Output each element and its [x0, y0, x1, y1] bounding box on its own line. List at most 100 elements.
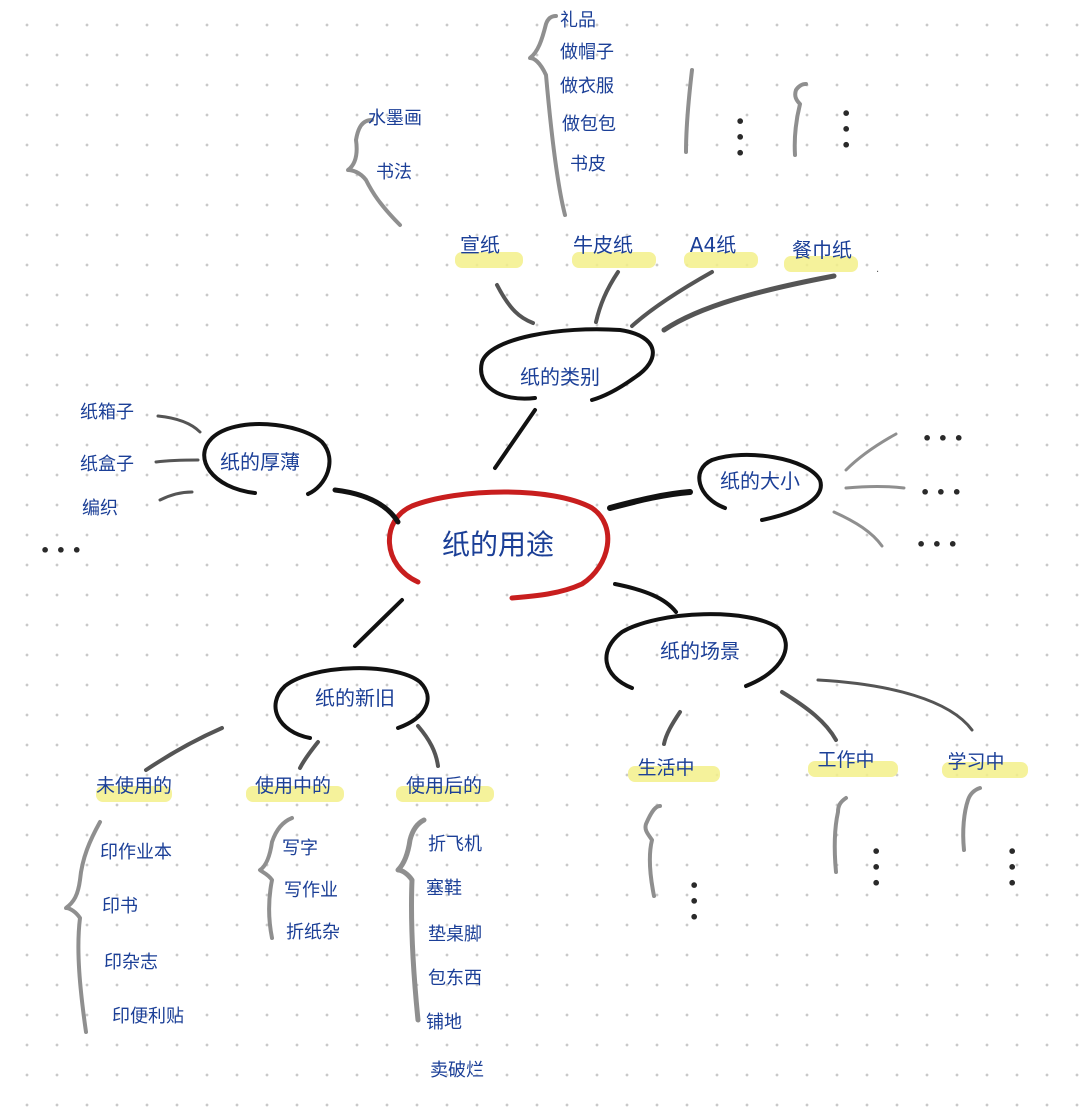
- kraft-item-1: 礼品: [560, 10, 596, 31]
- line-thick-3: [158, 490, 194, 502]
- line-thick-1: [156, 414, 202, 434]
- thick-item-1: 纸箱子: [80, 402, 134, 423]
- ellipsis-thick: • • •: [40, 541, 82, 560]
- oval-scene: [604, 612, 788, 690]
- inuse-item-2: 写作业: [284, 880, 338, 901]
- oval-size: [697, 452, 823, 522]
- ellipsis-life: • • •: [684, 880, 703, 922]
- oval-thick: [202, 422, 332, 496]
- highlight-study: [942, 762, 1028, 778]
- label-work: 工作中: [817, 749, 874, 771]
- branch-ovals: [202, 327, 823, 740]
- line-tissue: [661, 273, 837, 333]
- used-item-5: 铺地: [426, 1012, 462, 1033]
- line-study: [816, 678, 974, 732]
- brace-study: [961, 786, 982, 852]
- ellipsis-size-1: • • •: [922, 429, 964, 448]
- branch-label-thick: 纸的厚薄: [220, 450, 300, 474]
- kraft-item-4: 做包包: [562, 114, 616, 135]
- line-rice: [495, 283, 535, 325]
- branch-label-scene: 纸的场景: [660, 639, 740, 663]
- used-item-6: 卖破烂: [430, 1060, 484, 1081]
- kraft-item-5: 书皮: [570, 154, 606, 175]
- center-ring: [386, 489, 611, 601]
- ellipsis-study: • • •: [1002, 846, 1021, 888]
- rice-item-1: 水墨画: [368, 108, 422, 129]
- line-a4: [630, 270, 714, 328]
- branch-label-type: 纸的类别: [520, 365, 600, 389]
- brace-unused: [64, 820, 102, 1034]
- brace-a4: [684, 68, 694, 154]
- rice-item-2: 书法: [376, 162, 412, 183]
- connector-age: [353, 598, 404, 648]
- ellipsis-size-3: • • •: [916, 535, 958, 554]
- braces: [64, 14, 982, 1034]
- highlight-kraft: [572, 252, 656, 268]
- unused-item-1: 印作业本: [100, 842, 172, 863]
- inuse-item-3: 折纸杂: [286, 922, 340, 943]
- center-label: 纸的用途: [442, 528, 554, 561]
- kraft-item-3: 做衣服: [560, 76, 614, 97]
- line-unused: [144, 726, 224, 772]
- center-node: [386, 489, 611, 601]
- highlight-tissue: [784, 256, 858, 272]
- used-item-1: 折飞机: [428, 834, 482, 855]
- label-unused: 未使用的: [96, 775, 172, 797]
- label-inuse: 使用中的: [255, 775, 331, 797]
- highlight-rice: [455, 252, 523, 268]
- thick-item-2: 纸盒子: [80, 454, 134, 475]
- dot-mark: .: [876, 264, 879, 275]
- label-study: 学习中: [947, 751, 1004, 773]
- thick-item-3: 编织: [82, 498, 118, 519]
- inuse-item-1: 写字: [282, 838, 318, 859]
- age-sub-lines: [144, 724, 440, 772]
- unused-item-4: 印便利贴: [112, 1006, 184, 1027]
- size-leaf-lines: [832, 432, 906, 548]
- brace-rice: [346, 118, 402, 227]
- type-sub-lines: [495, 270, 837, 333]
- branch-label-size: 纸的大小: [720, 469, 800, 493]
- brace-used: [395, 817, 427, 1023]
- brace-kraft: [528, 14, 567, 217]
- connectors: [332, 408, 693, 648]
- label-tissue: 餐巾纸: [792, 238, 852, 262]
- highlight-inuse: [246, 786, 344, 802]
- brace-inuse: [258, 816, 294, 940]
- connector-scene: [613, 582, 678, 614]
- line-thick-2: [154, 458, 200, 464]
- ellipses: • • • • • • • • • • • • • • • • • • • • …: [40, 108, 1021, 922]
- connector-type: [493, 408, 537, 470]
- labels: 纸的用途 纸的类别 纸的厚薄 纸的大小 纸的新旧 纸的场景 宣纸 牛皮纸 A4纸…: [80, 10, 1005, 1081]
- oval-age: [273, 666, 430, 740]
- line-work: [780, 690, 838, 742]
- brace-life: [643, 804, 662, 898]
- line-size-3: [832, 510, 884, 548]
- highlight-work: [808, 761, 898, 777]
- connector-size: [607, 489, 693, 511]
- highlight-unused: [96, 786, 172, 802]
- line-size-1: [844, 432, 898, 472]
- unused-item-3: 印杂志: [104, 952, 158, 973]
- line-kraft: [594, 270, 620, 324]
- used-item-2: 塞鞋: [426, 878, 462, 899]
- brace-tissue: [792, 82, 808, 157]
- highlight-life: [628, 766, 720, 782]
- line-inuse: [298, 740, 320, 770]
- highlights: [96, 252, 1028, 802]
- connector-thick: [332, 487, 401, 525]
- line-size-2: [844, 485, 906, 490]
- kraft-item-2: 做帽子: [560, 42, 614, 63]
- highlight-used: [396, 786, 494, 802]
- used-item-3: 垫桌脚: [428, 924, 482, 945]
- label-kraft: 牛皮纸: [573, 233, 633, 257]
- line-used: [416, 724, 440, 768]
- branch-label-age: 纸的新旧: [315, 686, 395, 710]
- scene-sub-lines: [662, 678, 974, 746]
- label-life: 生活中: [637, 757, 694, 779]
- highlight-a4: [684, 252, 758, 268]
- label-used: 使用后的: [406, 775, 482, 797]
- unused-item-2: 印书: [102, 896, 138, 917]
- brace-work: [832, 796, 848, 874]
- line-life: [662, 710, 682, 746]
- ellipsis-a4: • • •: [730, 116, 749, 158]
